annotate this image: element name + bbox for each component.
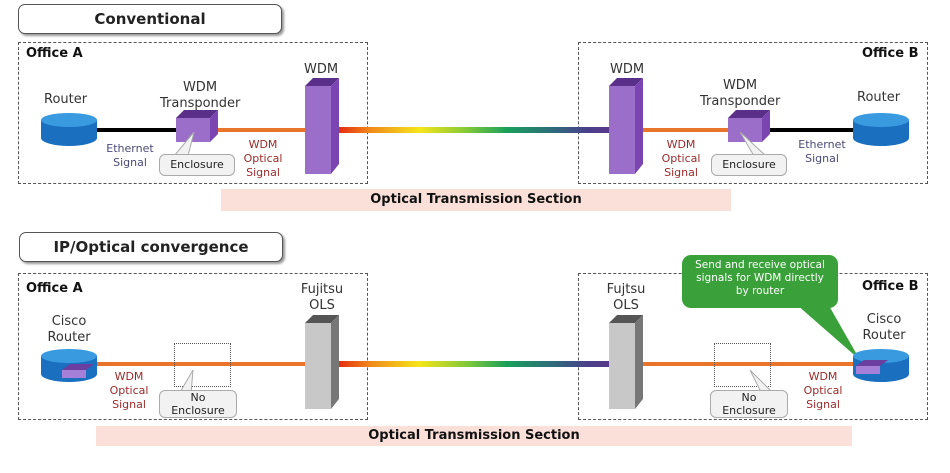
conv-router-b-icon	[853, 113, 909, 146]
conv2-router-a-icon	[41, 349, 97, 382]
router-label-line: Cisco	[866, 312, 902, 327]
router-label-line: Router	[862, 328, 906, 343]
signal-line: WDM	[114, 370, 144, 383]
signal-line: Signal	[246, 166, 280, 179]
signal-line: Signal	[805, 152, 839, 165]
conv2-router-b-label: Cisco Router	[857, 312, 911, 344]
signal-line: Signal	[113, 156, 147, 169]
conv-wdm-line-b	[642, 128, 732, 132]
conv2-no-enclosure-b-box	[714, 343, 771, 387]
signal-line: WDM	[666, 138, 696, 151]
signal-line: Optical	[803, 384, 843, 397]
signal-line: Signal	[806, 398, 840, 411]
callout-line: Enclosure	[171, 404, 225, 417]
conv-office-b-label: Office B	[862, 46, 919, 61]
conv2-wdm-signal-b: WDM Optical Signal	[798, 370, 848, 412]
conv-wdm-signal-a: WDM Optical Signal	[238, 138, 288, 180]
conv-router-a-icon	[41, 113, 97, 146]
conv-wdm-a-icon	[305, 78, 339, 174]
ols-label-line: OLS	[613, 298, 639, 313]
conv-wdm-line-a	[216, 128, 306, 132]
conv-office-b-box	[578, 42, 928, 184]
router-label-line: Router	[47, 330, 91, 345]
signal-line: Optical	[109, 384, 149, 397]
conv-enclosure-b-callout: Enclosure	[711, 154, 787, 176]
conv-wdm-b-icon	[609, 78, 643, 174]
conv-optical-section-bar: Optical Transmission Section	[221, 189, 731, 211]
transponder-label-line: Transponder	[700, 94, 781, 109]
conv2-no-enclosure-a-callout: No Enclosure	[159, 390, 237, 418]
signal-line: Signal	[664, 166, 698, 179]
conv-transponder-a-label: WDM Transponder	[160, 80, 240, 112]
conv2-router-a-label: Cisco Router	[42, 314, 96, 346]
conv-ethernet-signal-b: Ethernet Signal	[792, 138, 852, 166]
transponder-label-line: WDM	[722, 78, 758, 93]
conv2-office-a-box	[18, 273, 368, 420]
conv-transponder-b-label: WDM Transponder	[700, 78, 780, 110]
signal-line: Optical	[243, 152, 283, 165]
convergence-title: IP/Optical convergence	[19, 232, 283, 262]
conv-router-a-label: Router	[44, 92, 88, 107]
callout-line: signals for WDM directly	[696, 272, 824, 284]
ols-label-line: Fujtsu	[606, 282, 646, 297]
conv2-wdm-signal-a: WDM Optical Signal	[104, 370, 154, 412]
callout-line: Enclosure	[722, 404, 776, 417]
signal-line: Ethernet	[798, 138, 846, 151]
conv-wdm-a-label: WDM	[304, 62, 339, 77]
conv-office-a-box	[18, 42, 368, 184]
conv-ethernet-line-b	[770, 128, 856, 132]
conv2-optical-line	[338, 361, 610, 367]
signal-line: WDM	[808, 370, 838, 383]
signal-line: WDM	[248, 138, 278, 151]
conv2-router-b-icon	[853, 349, 909, 382]
conv2-office-b-label: Office B	[862, 279, 919, 294]
callout-line: Send and receive optical	[695, 259, 825, 271]
conv2-optical-section-bar: Optical Transmission Section	[96, 426, 852, 446]
conv2-ols-a-icon	[305, 315, 339, 409]
conventional-title: Conventional	[18, 4, 282, 34]
conv2-ols-b-icon	[609, 315, 643, 409]
conv2-ols-a-label: Fujitsu OLS	[296, 282, 348, 314]
signal-line: Ethernet	[106, 142, 154, 155]
callout-line: No	[190, 391, 206, 404]
transponder-label-line: WDM	[182, 80, 218, 95]
conv-ethernet-signal-a: Ethernet Signal	[100, 142, 160, 170]
signal-line: Optical	[661, 152, 701, 165]
conv2-no-enclosure-a-box	[174, 343, 231, 387]
conv-router-b-label: Router	[857, 90, 901, 105]
conv-wdm-b-label: WDM	[610, 62, 645, 77]
conv-wdm-signal-b: WDM Optical Signal	[656, 138, 706, 180]
conv2-no-enclosure-b-callout: No Enclosure	[710, 390, 788, 418]
signal-line: Signal	[112, 398, 146, 411]
callout-line: by router	[735, 285, 785, 297]
ols-label-line: OLS	[309, 298, 335, 313]
router-optical-callout: Send and receive optical signals for WDM…	[682, 255, 838, 308]
transponder-label-line: Transponder	[160, 96, 241, 111]
conv-optical-line	[338, 127, 610, 133]
conv2-ols-b-label: Fujtsu OLS	[600, 282, 652, 314]
ols-label-line: Fujitsu	[300, 282, 344, 297]
conv-ethernet-line-a	[96, 128, 178, 132]
conv-office-a-label: Office A	[26, 46, 83, 61]
conv2-office-a-label: Office A	[26, 281, 83, 296]
conv2-wdm-line-b	[643, 362, 855, 366]
router-label-line: Cisco	[51, 314, 87, 329]
callout-line: No	[741, 391, 757, 404]
conv-transponder-a-icon	[176, 110, 218, 142]
conv2-wdm-line-a	[96, 362, 306, 366]
conv-enclosure-a-callout: Enclosure	[159, 154, 235, 176]
